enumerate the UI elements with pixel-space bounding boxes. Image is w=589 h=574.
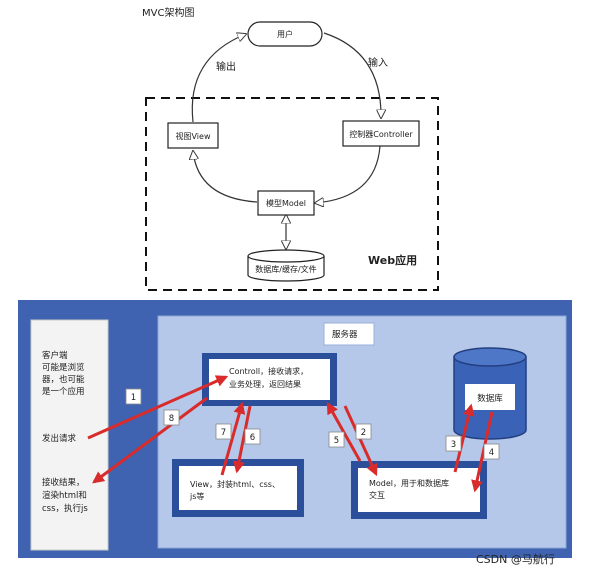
send-request-label: 发出请求 — [42, 433, 77, 444]
step-label-2: 2 — [355, 423, 372, 440]
database-label: 数据库 — [477, 393, 503, 404]
step-label-1: 1 — [125, 388, 142, 405]
svg-text:1: 1 — [131, 393, 136, 403]
client-description: 客户端 可能是浏览 器，也可能 是一个应用 — [42, 350, 87, 397]
csdn-watermark: CSDN @马航行 — [476, 552, 555, 566]
step-label-3: 3 — [445, 435, 462, 452]
model-to-view-arc — [193, 151, 258, 203]
server-label: 服务器 — [332, 329, 358, 340]
step-label-7: 7 — [215, 423, 232, 440]
arrow-6 — [232, 405, 252, 474]
view-node: 视图View — [167, 122, 219, 149]
arrow-3 — [453, 403, 475, 473]
model-to-controller-arc — [315, 145, 381, 203]
output-arc — [191, 34, 246, 123]
database-cylinder: 数据库 — [453, 347, 527, 440]
storage-label: 数据库/缓存/文件 — [255, 264, 316, 274]
server-label-box — [323, 322, 375, 346]
receive-result-label: 接收结果， 渲染html和 css，执行js — [42, 477, 90, 514]
svg-text:5: 5 — [334, 436, 339, 446]
controller-description: Controll，接收请求， 业务处理，返回结果 — [229, 366, 311, 389]
svg-text:3: 3 — [451, 440, 456, 450]
mvc-top-diagram: MVC架构图 Web应用 用户 视图View 控制器Controller 模型M… — [142, 6, 439, 291]
step-label-4: 4 — [483, 443, 500, 460]
step-label-6: 6 — [244, 428, 261, 445]
arrow-4 — [471, 411, 494, 493]
arrow-8 — [92, 396, 208, 484]
output-label: 输出 — [216, 60, 236, 73]
svg-text:6: 6 — [250, 433, 255, 443]
diagram-title: MVC架构图 — [142, 6, 194, 19]
step-label-5: 5 — [328, 431, 345, 448]
model-box: Model，用于和数据库 交互 — [351, 461, 487, 519]
arrow-1 — [87, 375, 229, 440]
input-arc — [323, 32, 381, 118]
step-label-8: 8 — [163, 409, 180, 426]
request-flow-diagram: 客户端 可能是浏览 器，也可能 是一个应用 发出请求 接收结果， 渲染html和… — [18, 300, 572, 558]
svg-text:8: 8 — [169, 414, 174, 424]
view-label: 视图View — [176, 131, 211, 141]
storage-node: 数据库/缓存/文件 — [247, 249, 325, 282]
controller-label: 控制器Controller — [349, 129, 413, 139]
input-label: 输入 — [368, 56, 388, 69]
controller-box: Controll，接收请求， 业务处理，返回结果 — [202, 353, 337, 406]
user-label: 用户 — [277, 29, 293, 39]
controller-node: 控制器Controller — [342, 120, 420, 147]
svg-text:7: 7 — [221, 428, 226, 438]
model-description: Model，用于和数据库 交互 — [369, 478, 452, 500]
view-description: View，封装html、css、 js等 — [189, 479, 283, 501]
arrow-7 — [220, 401, 246, 476]
svg-text:4: 4 — [489, 448, 494, 458]
model-label: 模型Model — [266, 198, 306, 208]
svg-text:2: 2 — [361, 428, 366, 438]
web-app-container — [145, 97, 439, 291]
user-node: 用户 — [247, 21, 323, 47]
model-node: 模型Model — [257, 190, 315, 216]
arrow-2 — [343, 405, 378, 477]
web-app-label: Web应用 — [368, 253, 417, 267]
